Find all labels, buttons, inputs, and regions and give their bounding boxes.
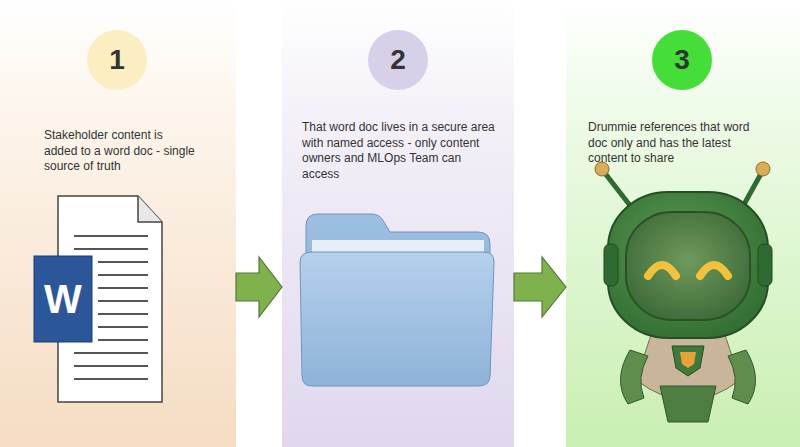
doc-line: [74, 248, 148, 250]
doc-line: [98, 287, 148, 289]
step-number: 2: [390, 44, 406, 76]
step-description: Drummie references that word doc only an…: [588, 120, 772, 167]
step-number: 3: [674, 44, 690, 76]
word-logo-letter: W: [35, 279, 91, 319]
doc-line: [74, 352, 148, 354]
step-number-circle: 2: [368, 30, 428, 90]
block-arrow: [514, 257, 566, 317]
doc-line: [98, 300, 148, 302]
step-number: 1: [109, 44, 125, 76]
block-arrow: [236, 257, 282, 317]
doc-line: [74, 378, 148, 380]
doc-line: [98, 313, 148, 315]
doc-line: [98, 326, 148, 328]
folder-icon: [300, 214, 494, 386]
step-number-circle: 1: [87, 30, 147, 90]
doc-line: [98, 261, 148, 263]
step-description: Stakeholder content is added to a word d…: [44, 128, 196, 175]
doc-line: [98, 274, 148, 276]
robot-illustration: [595, 162, 772, 422]
doc-line: [98, 339, 148, 341]
step-description: That word doc lives in a secure area wit…: [302, 120, 498, 182]
doc-line: [74, 235, 148, 237]
doc-line: [74, 365, 148, 367]
word-doc-icon: [34, 196, 162, 402]
step-number-circle: 3: [652, 30, 712, 90]
